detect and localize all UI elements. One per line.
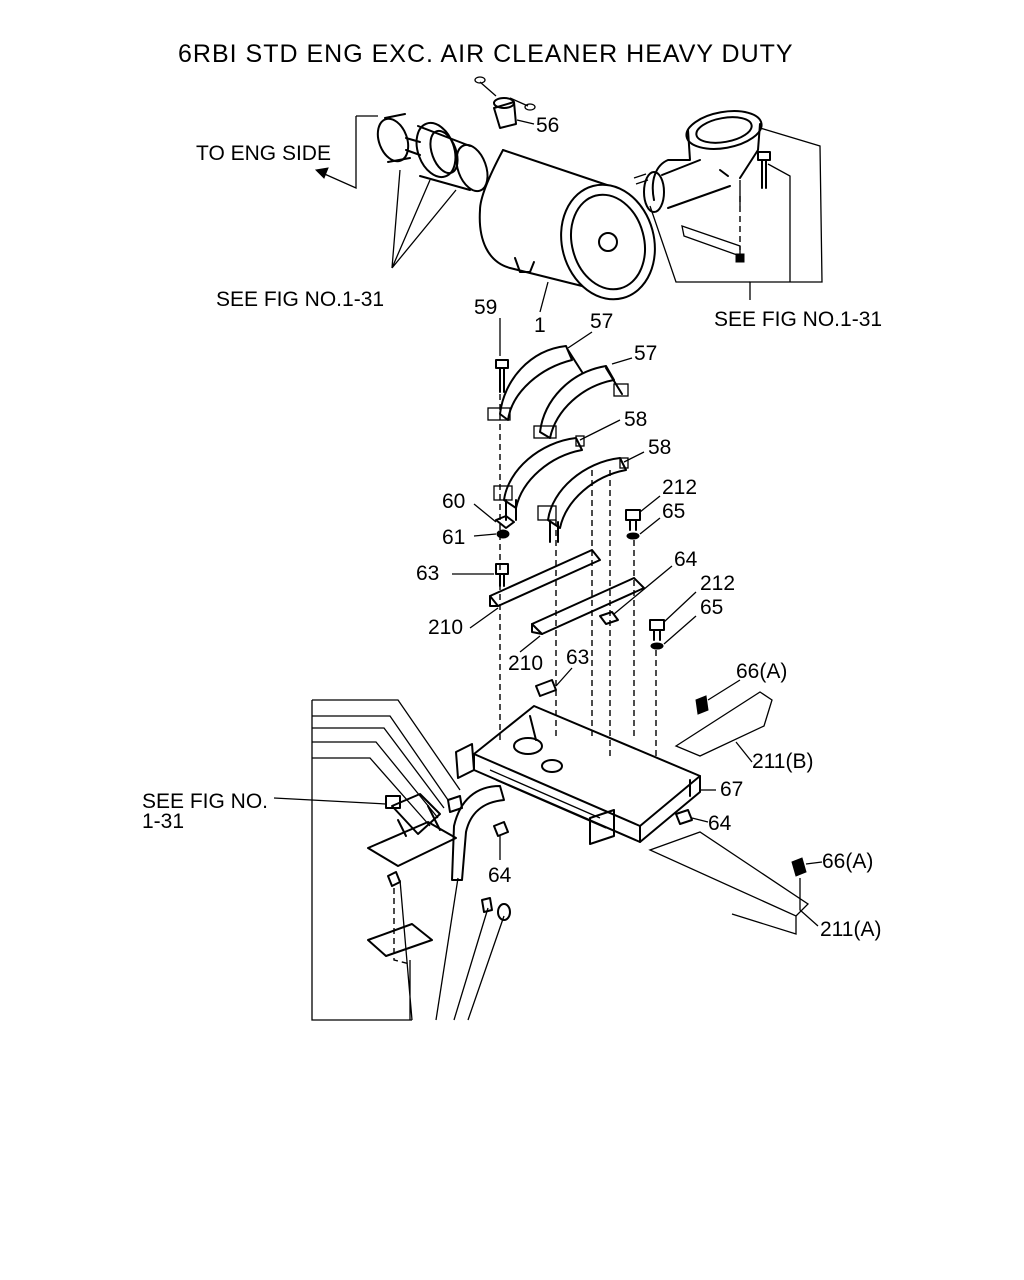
to-eng-side-label: TO ENG SIDE (196, 142, 331, 165)
bolt-icon (625, 509, 641, 540)
nut-icon (599, 611, 619, 625)
bracket-icon (489, 549, 601, 607)
callout-59: 59 (474, 296, 497, 319)
bolt-icon (791, 857, 807, 877)
base-plate-icon (455, 705, 701, 845)
arrow-head-icon (314, 167, 329, 179)
to-eng-side-arrow (319, 116, 357, 190)
bracket-icon (531, 577, 645, 635)
bolt-icon (535, 679, 557, 697)
mounting-band-icon (487, 345, 629, 439)
plate-211a-icon (648, 831, 810, 917)
bolt-icon (695, 695, 709, 715)
callout-66a-bottom: 66(A) (822, 850, 873, 873)
see-fig-right-label: SEE FIG NO.1-31 (714, 308, 882, 331)
callout-67: 67 (720, 778, 743, 801)
callout-58b: 58 (648, 436, 671, 459)
callout-66a-top: 66(A) (736, 660, 787, 683)
bolt-icon (495, 359, 509, 393)
callout-56: 56 (536, 114, 559, 137)
bracket-icon (681, 225, 741, 257)
air-cleaner-body-icon (478, 149, 656, 301)
callout-60: 60 (442, 490, 465, 513)
nut-icon (675, 809, 693, 825)
see-fig-bottom-label-1: SEE FIG NO. (142, 790, 268, 813)
bolt-icon (495, 563, 509, 587)
callout-210b: 210 (508, 652, 543, 675)
callout-64c: 64 (488, 864, 512, 887)
diagram-title: 6RBI STD ENG EXC. AIR CLEANER HEAVY DUTY (178, 40, 794, 68)
callout-63a: 63 (416, 562, 439, 585)
callout-65a: 65 (662, 500, 685, 523)
see-fig-left-label: SEE FIG NO.1-31 (216, 288, 384, 311)
callout-58a: 58 (624, 408, 647, 431)
callout-65b: 65 (700, 596, 723, 619)
mounting-band-icon (493, 435, 629, 543)
service-indicator-icon (474, 76, 536, 129)
callout-212a: 212 (662, 476, 697, 499)
callout-212b: 212 (700, 572, 735, 595)
callout-1: 1 (534, 314, 546, 337)
callout-57a: 57 (590, 310, 613, 333)
nut-icon (495, 515, 515, 539)
outlet-elbow-icon (633, 110, 763, 213)
callout-210a: 210 (428, 616, 463, 639)
callout-61: 61 (442, 526, 465, 549)
callout-211b: 211(B) (752, 750, 813, 773)
callout-63b: 63 (566, 646, 589, 669)
callout-64a: 64 (674, 548, 698, 571)
bolt-icon (757, 151, 771, 189)
bracket-assembly-icon (311, 699, 511, 1021)
intake-hose-icon (376, 113, 489, 193)
callout-57b: 57 (634, 342, 657, 365)
callout-211a: 211(A) (820, 918, 881, 941)
callout-64b: 64 (708, 812, 732, 835)
see-fig-bottom-label-2: 1-31 (142, 810, 184, 833)
bolt-icon (649, 619, 665, 650)
plate-211b-icon (674, 691, 773, 757)
nut-icon (493, 821, 509, 837)
